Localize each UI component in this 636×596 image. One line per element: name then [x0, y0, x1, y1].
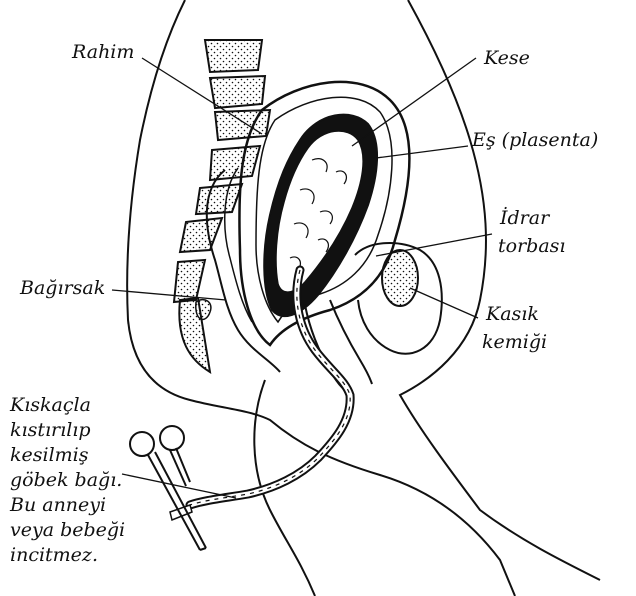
- caption-cut-cord: Kıskaçla kıstırılıp kesilmiş göbek bağı.…: [10, 393, 125, 568]
- caption-line: kesilmiş: [10, 443, 125, 468]
- clamp-scissors: [130, 426, 206, 550]
- pubic-bone: [382, 250, 418, 306]
- label-idrar-2: torbası: [498, 234, 565, 259]
- leader-es: [376, 146, 468, 158]
- cord-stub: [170, 505, 192, 520]
- spine: [174, 40, 270, 302]
- label-bagirsak: Bağırsak: [20, 276, 105, 301]
- caption-line: incitmez.: [10, 543, 125, 568]
- leader-caption: [122, 474, 236, 498]
- caption-line: veya bebeği: [10, 518, 125, 543]
- intestine-loop: [196, 300, 211, 320]
- caption-line: Kıskaçla: [10, 393, 125, 418]
- label-kasik-2: kemiği: [482, 330, 547, 355]
- leader-kasik: [410, 288, 478, 318]
- belly-outline: [400, 0, 600, 580]
- caption-line: kıstırılıp: [10, 418, 125, 443]
- caption-line: Bu anneyi: [10, 493, 125, 518]
- leader-bagirsak: [112, 290, 226, 300]
- label-kese: Kese: [484, 46, 530, 71]
- caption-line: göbek bağı.: [10, 468, 125, 493]
- label-kasik-1: Kasık: [486, 302, 539, 327]
- label-idrar-1: İdrar: [500, 206, 549, 231]
- label-rahim: Rahim: [72, 40, 134, 65]
- label-plasenta: Eş (plasenta): [472, 128, 598, 153]
